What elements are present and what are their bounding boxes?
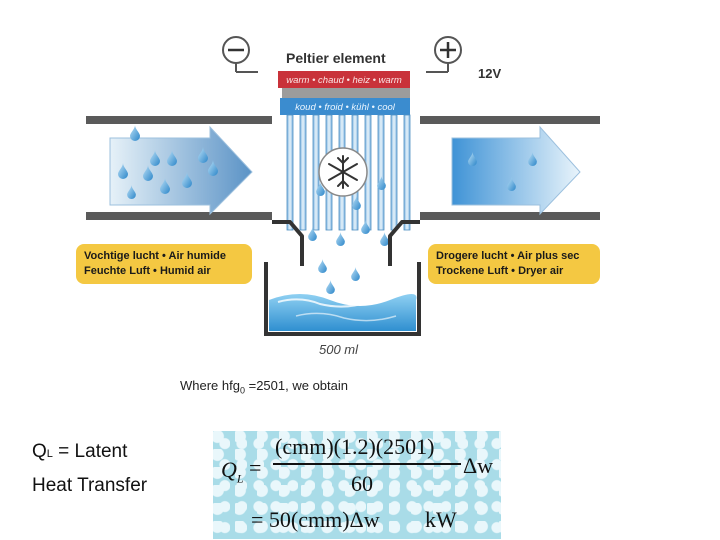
snowflake-icon — [318, 147, 368, 197]
power-plus-terminal — [426, 36, 462, 73]
drain-funnel — [272, 220, 420, 266]
latent-heat-caption-line-2: Heat Transfer — [32, 475, 148, 496]
where-text-before: Where hfg — [180, 378, 240, 393]
voltage-label: 12V — [478, 66, 501, 81]
humid-air-arrow — [109, 125, 253, 216]
warm-strip-label: warm • chaud • heiz • warm — [286, 75, 402, 86]
warm-strip — [278, 71, 410, 88]
duct-walls — [86, 116, 600, 220]
cool-strip — [280, 98, 410, 115]
peltier-title: Peltier element — [286, 50, 386, 66]
ql-subscript: L — [46, 448, 53, 460]
cool-strip-label: koud • froid • kühl • cool — [295, 102, 396, 113]
peltier-dehumidifier-diagram: Peltier element 12V warm • chaud • heiz … — [86, 36, 600, 357]
volume-label: 500 ml — [319, 342, 359, 357]
dry-air-label: Drogere lucht • Air plus sec Trockene Lu… — [428, 244, 600, 284]
latent-heat-formula: QL = (cmm)(1.2)(2501) 60 Δw = 50(cmm)Δw … — [213, 431, 501, 539]
humid-air-label: Vochtige lucht • Air humide Feuchte Luft… — [76, 244, 252, 284]
latent-heat-caption-line-1: QL = Latent — [32, 436, 147, 470]
formula-lhs-symbol: Q — [221, 457, 237, 482]
dry-air-arrow — [451, 125, 581, 216]
ql-label-rest: = Latent — [52, 441, 128, 462]
formula-numerator: (cmm)(1.2)(2501) — [275, 434, 435, 459]
dry-air-line-2: Trockene Luft • Dryer air — [436, 265, 564, 277]
humid-air-line-1: Vochtige lucht • Air humide — [84, 250, 226, 262]
latent-heat-caption: QL = Latent Heat Transfer — [32, 436, 147, 501]
formula-equals: = — [249, 455, 262, 480]
humid-air-line-2: Feuchte Luft • Humid air — [84, 265, 211, 277]
formula-delta-w: Δw — [463, 453, 494, 478]
formula-denominator: 60 — [351, 471, 373, 496]
fraction-bar — [273, 463, 461, 465]
formula-line-2: = 50(cmm)Δw — [251, 507, 380, 532]
water-reservoir — [264, 262, 421, 336]
where-subscript: 0 — [239, 385, 245, 396]
formula-lhs: QL — [221, 457, 244, 486]
dry-air-line-1: Drogere lucht • Air plus sec — [436, 250, 580, 262]
formula-unit: kW — [425, 507, 457, 532]
where-text-after: =2501, we obtain — [245, 378, 348, 393]
where-statement: Where hfg0 =2501, we obtain — [180, 378, 348, 396]
ql-symbol: Q — [32, 441, 47, 462]
peltier-plate — [282, 88, 410, 98]
power-minus-terminal — [222, 36, 258, 73]
formula-lhs-subscript: L — [236, 471, 244, 486]
